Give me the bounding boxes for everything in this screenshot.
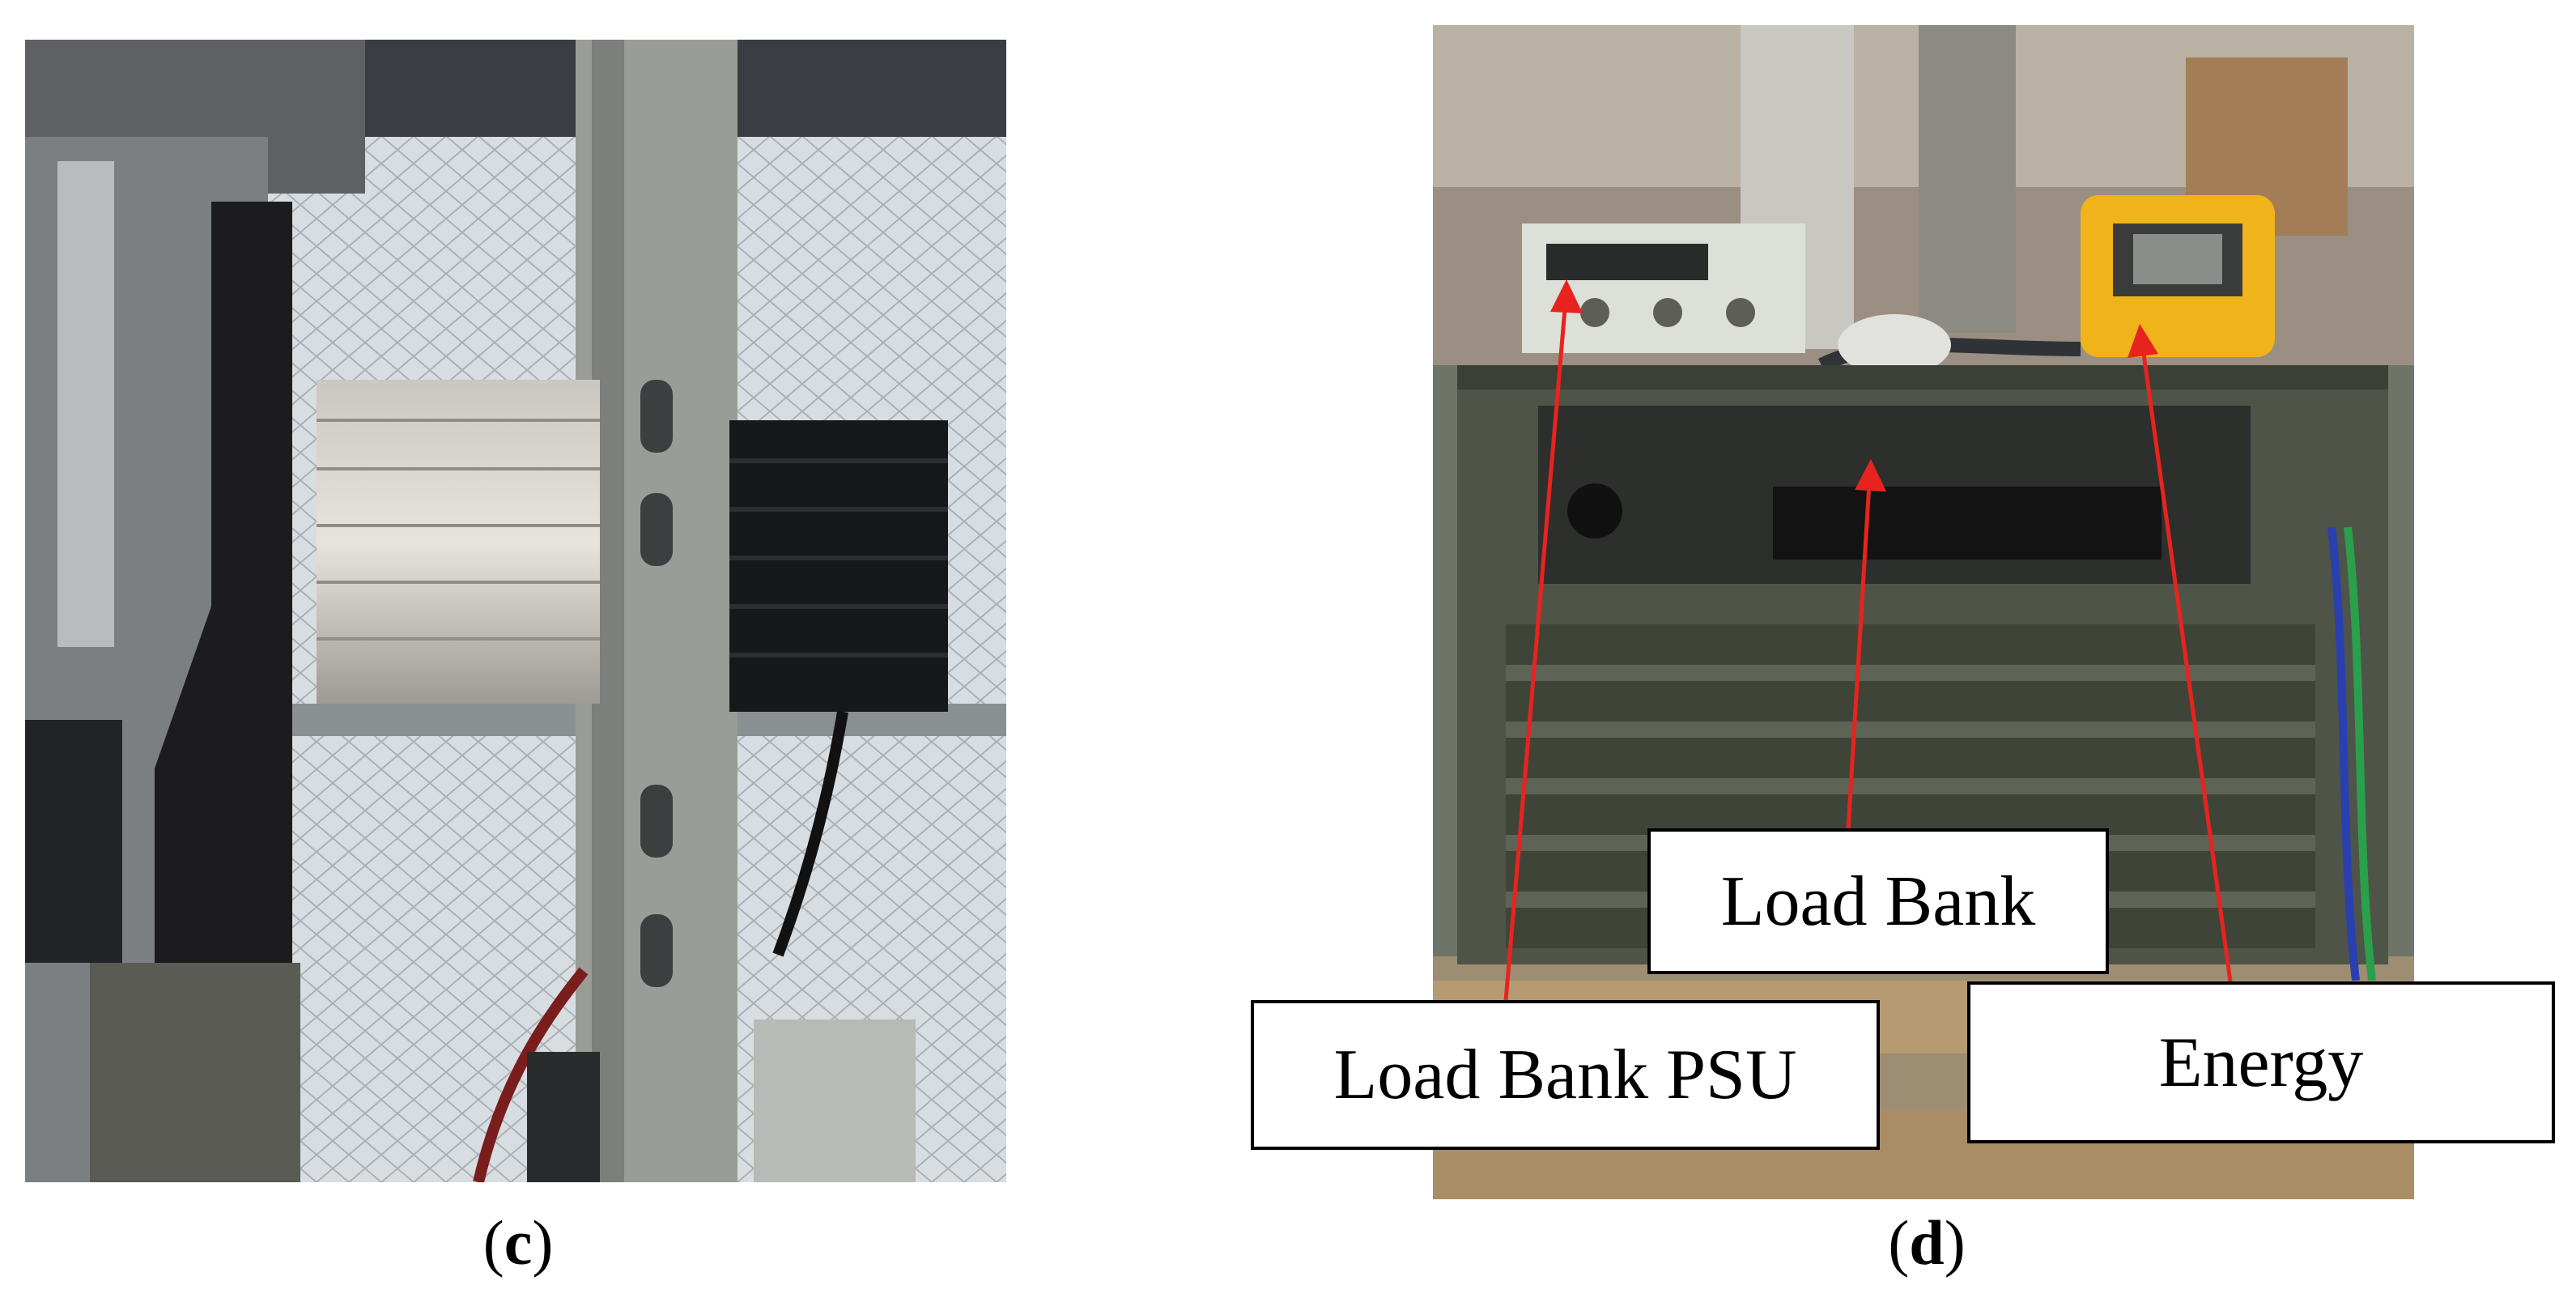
photo-c-illustration	[25, 40, 1006, 1182]
caption-c-close: )	[532, 1207, 554, 1278]
arrowhead-psu	[1550, 279, 1583, 313]
arrow-psu	[1503, 289, 1569, 1002]
callout-load-bank: Load Bank	[1647, 828, 2109, 974]
callout-energy: Energy	[1967, 981, 2555, 1143]
callout-energy-text: Energy	[2158, 1023, 2364, 1102]
callout-load-bank-text: Load Bank	[1720, 862, 2036, 941]
photo-panel-c	[25, 40, 1006, 1182]
caption-c-letter: c	[504, 1207, 533, 1278]
caption-c: (c)	[437, 1207, 599, 1279]
caption-d-letter: d	[1909, 1207, 1945, 1278]
arrow-energy	[2139, 335, 2233, 982]
callout-psu-text: Load Bank PSU	[1333, 1036, 1797, 1114]
caption-d-close: )	[1944, 1207, 1966, 1278]
arrow-load-bank	[1846, 469, 1872, 829]
arrowhead-load-bank	[1855, 459, 1886, 492]
callout-load-bank-psu: Load Bank PSU	[1251, 1000, 1880, 1150]
caption-d: (d)	[1846, 1207, 2008, 1279]
caption-d-open: (	[1888, 1207, 1910, 1278]
arrowhead-energy	[2128, 324, 2158, 358]
caption-c-open: (	[482, 1207, 504, 1278]
